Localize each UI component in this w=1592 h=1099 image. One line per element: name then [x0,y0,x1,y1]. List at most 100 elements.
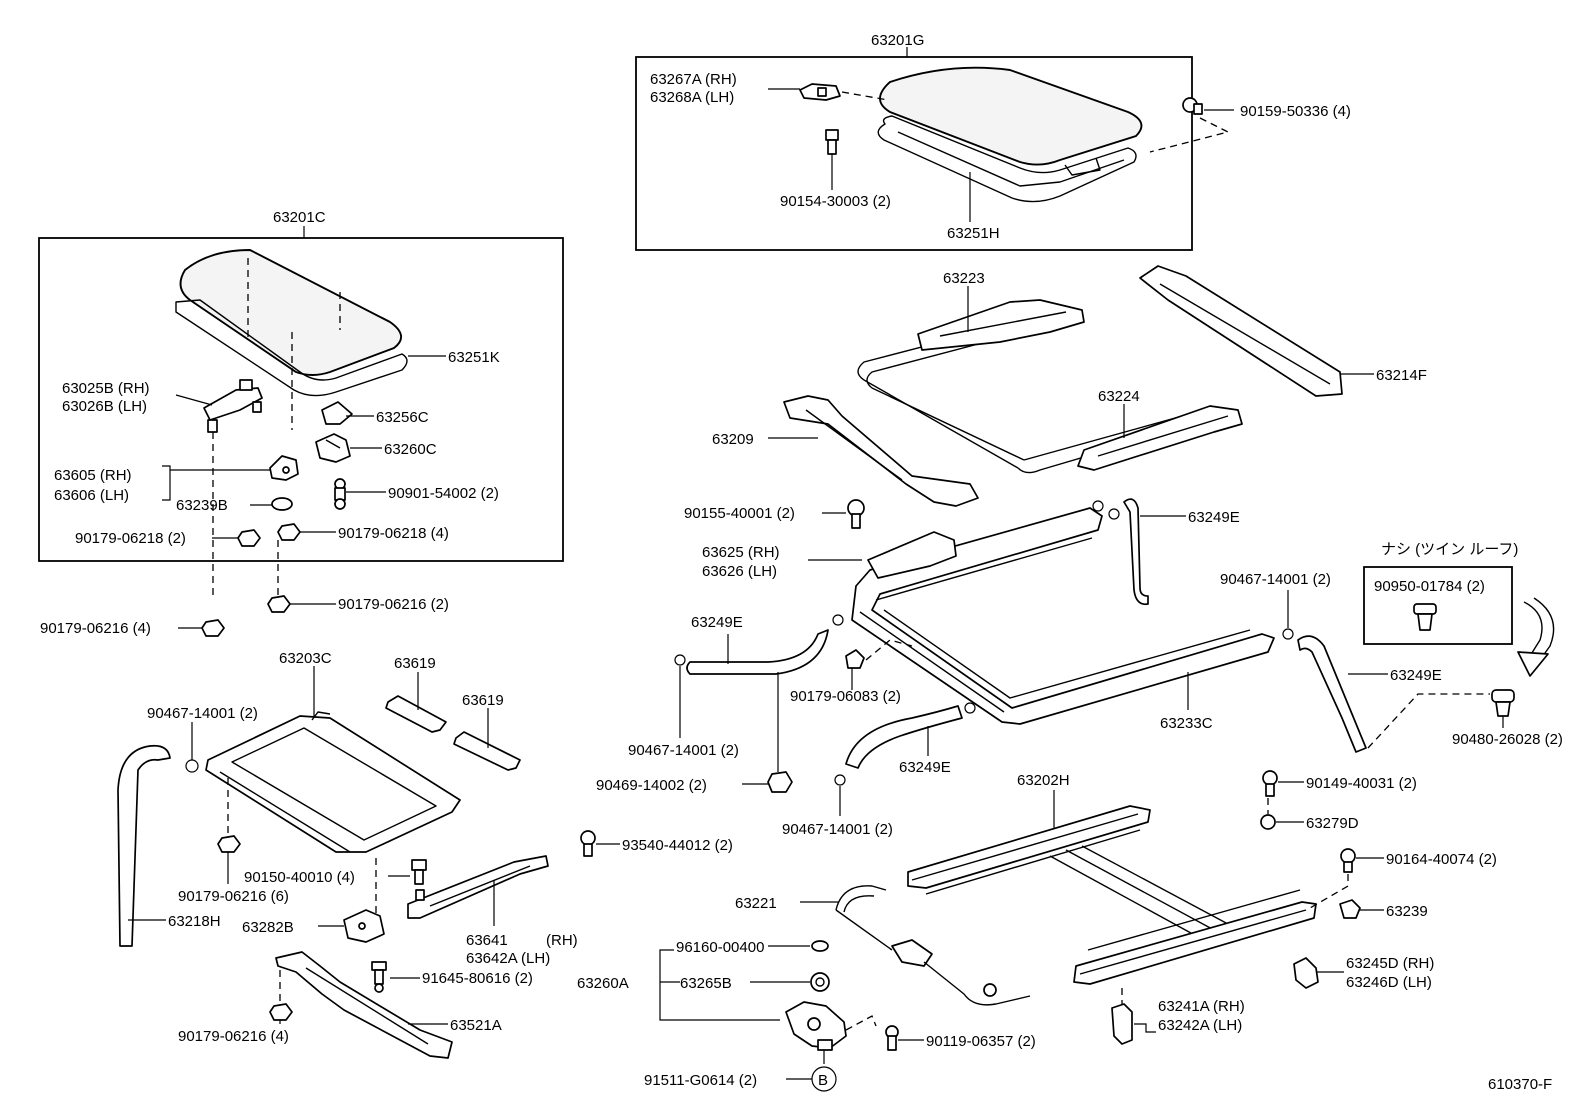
hose-63249E-a [1123,498,1149,606]
label-63249E-c: 63249E [899,759,951,776]
label-93540: 93540-44012 (2) [622,837,733,854]
group-63201C: 63201C 63251K 63025B (RH) 63026B (LH) 63… [38,209,564,600]
nut-90179-06216-4b [269,1003,293,1021]
housing-63233C [851,507,1275,725]
label-63026B: 63026B (LH) [62,398,147,415]
label-90467-a: 90467-14001 (2) [147,705,258,722]
clip-90467-a [185,759,199,773]
clip-hose-top [1092,500,1120,520]
rail-63641 [407,855,549,919]
note-box-twin-roof: 90950-01784 (2) [1363,566,1513,645]
frame-63203C [205,711,461,853]
clip-hose-mid [832,614,844,626]
bolt-90164 [1340,848,1356,873]
bracket-63260C [315,433,351,463]
bracket-63282B [343,909,385,943]
cable-63224 [1017,405,1243,474]
label-63619-b: 63619 [462,692,504,709]
clip-63239 [1339,899,1361,919]
grommet-90950 [1413,603,1437,631]
label-90179-06216-2a: 90179-06216 (2) [338,596,449,613]
label-90179-06218-2: 90179-06218 (2) [75,530,186,547]
label-63249E-d: 63249E [1390,667,1442,684]
rail-63521A [275,951,453,1059]
nut-90179-06218-b [277,523,301,541]
label-63625: 63625 (RH) [702,544,780,561]
group-63260A-label: 63260A [577,975,629,992]
hose-63218H [117,744,171,947]
label-91511: 91511-G0614 (2) [644,1072,757,1089]
label-90179-06216-6: 90179-06216 (6) [178,888,289,905]
clip-90467-b [674,654,686,666]
washer-63239B [271,497,293,511]
label-63239: 63239 [1386,903,1428,920]
bolt-90149 [1262,770,1278,797]
nut-90179-06216-6 [217,835,241,853]
label-63214F: 63214F [1376,367,1427,384]
label-63606: 63606 (LH) [54,487,129,504]
label-63251K: 63251K [448,349,500,366]
nut-90159 [1182,97,1203,115]
callout-b-letter: B [818,1072,828,1089]
label-63267A: 63267A (RH) [650,71,737,88]
clip-90467-d [1282,628,1294,640]
label-63025B: 63025B (RH) [62,380,150,397]
hose-63249E-d [1297,635,1367,753]
label-63249E-a: 63249E [1188,509,1240,526]
connector-90469 [767,771,793,793]
label-90467-c: 90467-14001 (2) [782,821,893,838]
label-90469: 90469-14002 (2) [596,777,707,794]
shield-63209 [783,395,979,507]
label-90179-06083: 90179-06083 (2) [790,688,901,705]
label-63233C: 63233C [1160,715,1213,732]
label-90179-06218-4: 90179-06218 (4) [338,525,449,542]
label-63209: 63209 [712,431,754,448]
arrow-icon [1517,597,1555,677]
label-90119: 90119-06357 (2) [926,1033,1036,1050]
label-90154: 90154-30003 (2) [780,193,891,210]
label-63521A: 63521A [450,1017,502,1034]
note-box-frame [1363,566,1513,645]
hose-63249E-b [686,629,829,675]
group-63203C-label: 63203C [279,650,332,667]
group-63201G-frame [635,56,1193,251]
label-63245D: 63245D (RH) [1346,955,1434,972]
clip-90467-c [834,702,976,786]
nut-90179-06216-2a [267,595,291,613]
nut-90179-06083 [845,649,865,669]
bolt-91645 [371,961,387,993]
glass-panel-63251K-assembly [175,249,408,397]
label-63282B: 63282B [242,919,294,936]
rail-63214F [1139,265,1343,397]
label-90150: 90150-40010 (4) [244,869,355,886]
nut-90179-06216-4a [201,619,225,637]
label-90480: 90480-26028 (2) [1452,731,1563,748]
callout-b: B [811,1066,837,1092]
bolt-90150 [411,859,427,885]
nut-90179-06218-a [237,529,261,547]
label-91645: 91645-80616 (2) [422,970,533,987]
group-63202H-label: 63202H [1017,772,1070,789]
label-63641: 63641 [466,932,508,949]
label-63218H: 63218H [168,913,221,930]
strip-63619-b [453,731,521,771]
plate-63256C [321,401,353,425]
strip-63619-a [385,695,447,733]
hose-63249E-c [845,705,963,769]
label-63265B: 63265B [680,975,732,992]
label-63246D: 63246D (LH) [1346,974,1432,991]
label-63223: 63223 [943,270,985,287]
label-63279D: 63279D [1306,815,1359,832]
label-63641-rh: (RH) [546,932,578,949]
bolt-90154 [825,129,839,155]
label-90164: 90164-40074 (2) [1386,851,1497,868]
label-63241A: 63241A (RH) [1158,998,1245,1015]
grommet-90480 [1491,689,1515,717]
label-90467-b: 90467-14001 (2) [628,742,739,759]
hinge-63025B [203,379,263,421]
label-63239B: 63239B [176,497,228,514]
glass-panel-63251H-assembly [877,66,1143,203]
motor-63260A [785,1001,847,1051]
diagram-id: 610370-F [1488,1076,1552,1093]
group-63201G: 63201G 63267A (RH) 63268A (LH) 90154-300… [635,32,1351,251]
